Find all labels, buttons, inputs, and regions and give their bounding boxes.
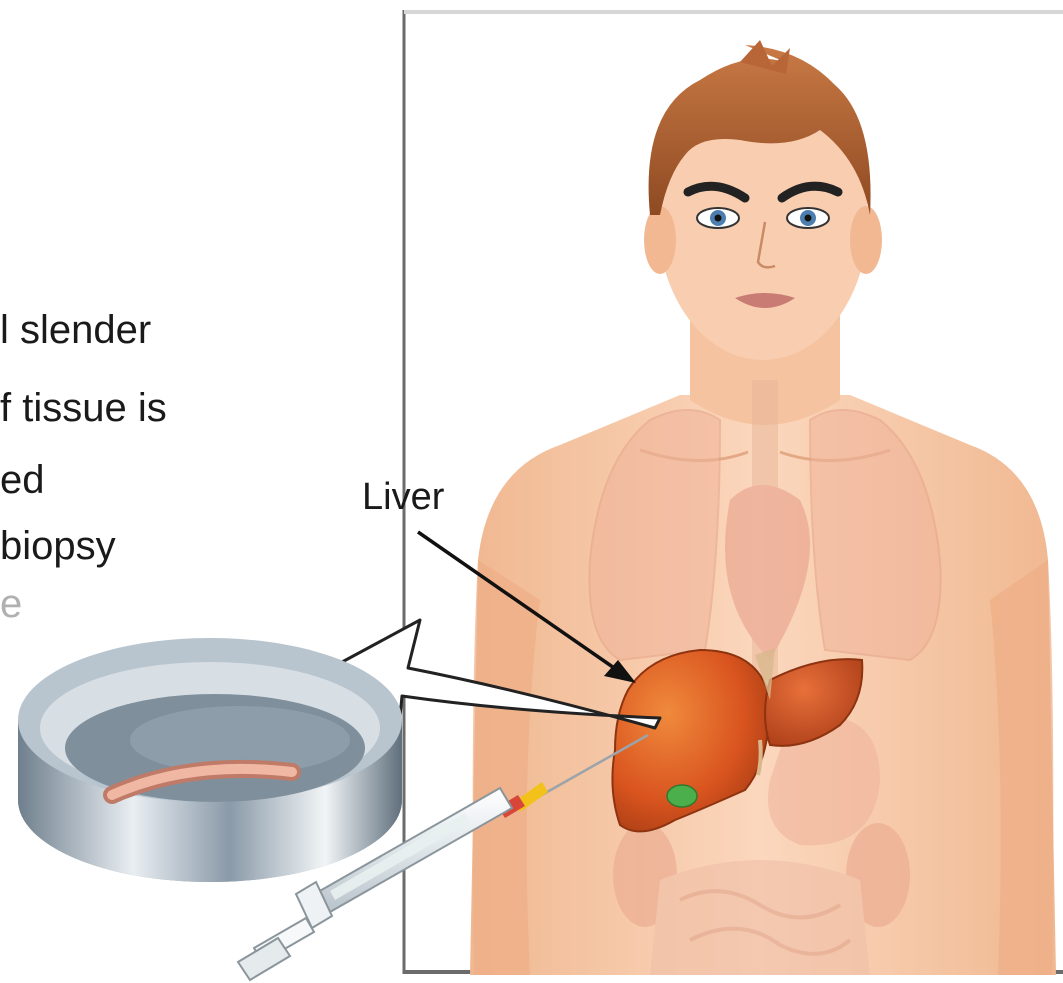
caption-line-1: l slender [0,308,151,353]
petri-dish [18,638,402,882]
caption-line-4: biopsy [0,524,116,569]
caption-line-2: f tissue is [0,386,167,431]
liver-label: Liver [362,476,444,519]
biopsy-caption: l slender f tissue is ed biopsy e [0,288,260,648]
caption-line-5: e [0,582,22,627]
gallbladder [667,785,697,807]
caption-line-3: ed [0,458,45,503]
